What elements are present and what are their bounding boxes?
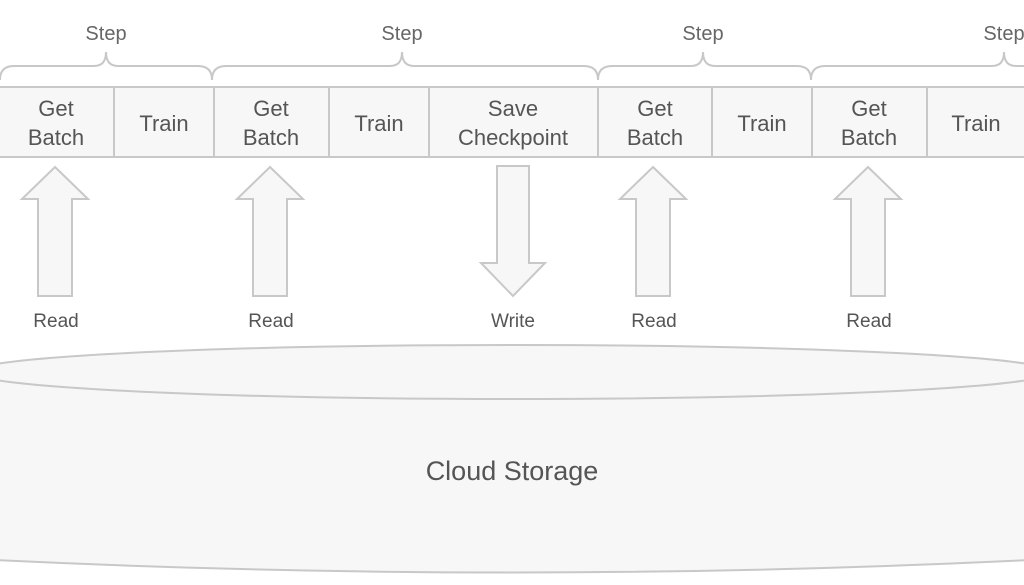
- box-label: Train: [737, 111, 786, 136]
- io-label-write: Write: [491, 311, 535, 332]
- step-brace-1: [0, 51, 213, 81]
- step-label: Step: [983, 23, 1024, 45]
- box-train: [328, 86, 430, 158]
- box-label: Train: [951, 111, 1000, 136]
- box-label: Batch: [841, 125, 897, 150]
- box-train: [711, 86, 813, 158]
- io-label-read: Read: [248, 311, 293, 332]
- step-brace-2: [211, 51, 599, 81]
- box-label: Train: [354, 111, 403, 136]
- box-train: [926, 86, 1024, 158]
- pipeline-boxes: [0, 86, 1024, 158]
- arrow-up-icon: [234, 165, 306, 297]
- box-label: Get: [253, 96, 288, 121]
- arrow-up-icon: [19, 165, 91, 297]
- step-labels: Step Step Step Step: [85, 23, 1024, 45]
- cylinder-body: [0, 371, 1024, 574]
- box-label: Train: [139, 111, 188, 136]
- box-labels: Get Batch Train Get Batch Train Save Che…: [28, 96, 1001, 150]
- io-label-read: Read: [846, 311, 891, 332]
- step-brace-3: [597, 51, 812, 81]
- arrow-up-icon: [832, 165, 904, 297]
- io-label-read: Read: [631, 311, 676, 332]
- box-label: Get: [851, 96, 886, 121]
- step-label: Step: [682, 23, 723, 45]
- step-brace-4: [810, 51, 1024, 81]
- cloud-storage-cylinder: [0, 344, 1024, 574]
- box-label: Batch: [627, 125, 683, 150]
- box-label: Save: [488, 96, 538, 121]
- box-label: Batch: [243, 125, 299, 150]
- box-label: Get: [38, 96, 73, 121]
- storage-label: Cloud Storage: [426, 456, 599, 486]
- cylinder-top: [0, 344, 1024, 400]
- step-braces: [0, 51, 1024, 81]
- box-get-batch: [213, 86, 330, 158]
- io-labels: Read Read Write Read Read: [33, 311, 891, 332]
- io-label-read: Read: [33, 311, 78, 332]
- step-label: Step: [381, 23, 422, 45]
- box-label: Batch: [28, 125, 84, 150]
- box-label: Get: [637, 96, 672, 121]
- box-train: [113, 86, 215, 158]
- step-label: Step: [85, 23, 126, 45]
- arrow-down-icon: [478, 165, 548, 298]
- io-arrows: [19, 165, 904, 298]
- box-save-checkpoint: [428, 86, 599, 158]
- arrow-up-icon: [617, 165, 689, 297]
- box-label: Checkpoint: [458, 125, 568, 150]
